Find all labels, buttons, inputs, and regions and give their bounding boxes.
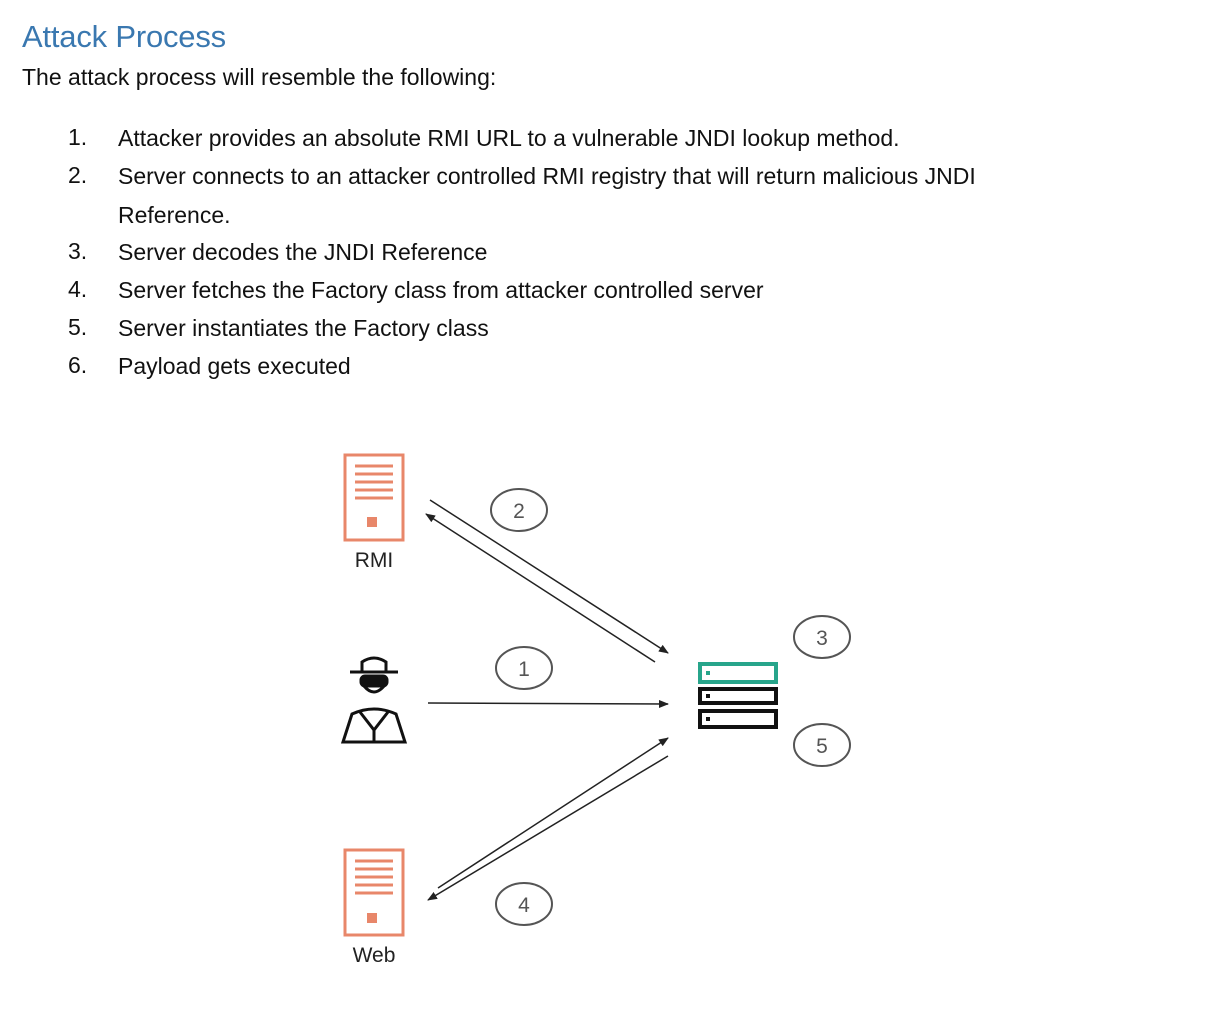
step-text: Attacker provides an absolute RMI URL to… xyxy=(118,125,900,151)
rmi-label: RMI xyxy=(355,549,394,572)
step-marker-4: 4 xyxy=(495,882,553,926)
web-server-icon xyxy=(343,848,405,937)
section-title: Attack Process xyxy=(22,19,226,54)
step-text: Server decodes the JNDI Reference xyxy=(118,239,488,265)
step-number: 2. xyxy=(68,162,88,188)
step-text: Payload gets executed xyxy=(118,353,351,379)
step-marker-label: 2 xyxy=(513,500,525,523)
step-marker-1: 1 xyxy=(495,646,553,690)
step-text: Server connects to an attacker controlle… xyxy=(118,163,976,189)
step-marker-5: 5 xyxy=(793,723,851,767)
web-label: Web xyxy=(353,944,396,967)
step-text: Server instantiates the Factory class xyxy=(118,315,489,341)
web-connection-arrows xyxy=(427,737,669,901)
step-number: 4. xyxy=(68,276,88,302)
intro-text: The attack process will resemble the fol… xyxy=(22,64,497,90)
step-marker-2: 2 xyxy=(490,488,548,532)
step-marker-label: 4 xyxy=(518,894,530,917)
step-marker-label: 1 xyxy=(518,658,530,681)
target-server-icon xyxy=(698,662,778,729)
step-marker-3: 3 xyxy=(793,615,851,659)
step-number: 1. xyxy=(68,124,88,150)
rmi-server-icon xyxy=(343,453,405,542)
attacker-request-arrow xyxy=(427,699,669,708)
step-number: 5. xyxy=(68,314,88,340)
rmi-connection-arrows xyxy=(425,499,669,663)
step-marker-label: 3 xyxy=(816,627,828,650)
step-text: Server fetches the Factory class from at… xyxy=(118,277,764,303)
step-text-continued: Reference. xyxy=(118,202,231,228)
step-marker-label: 5 xyxy=(816,735,828,758)
step-number: 6. xyxy=(68,352,88,378)
step-number: 3. xyxy=(68,238,88,264)
attacker-icon xyxy=(340,656,408,744)
